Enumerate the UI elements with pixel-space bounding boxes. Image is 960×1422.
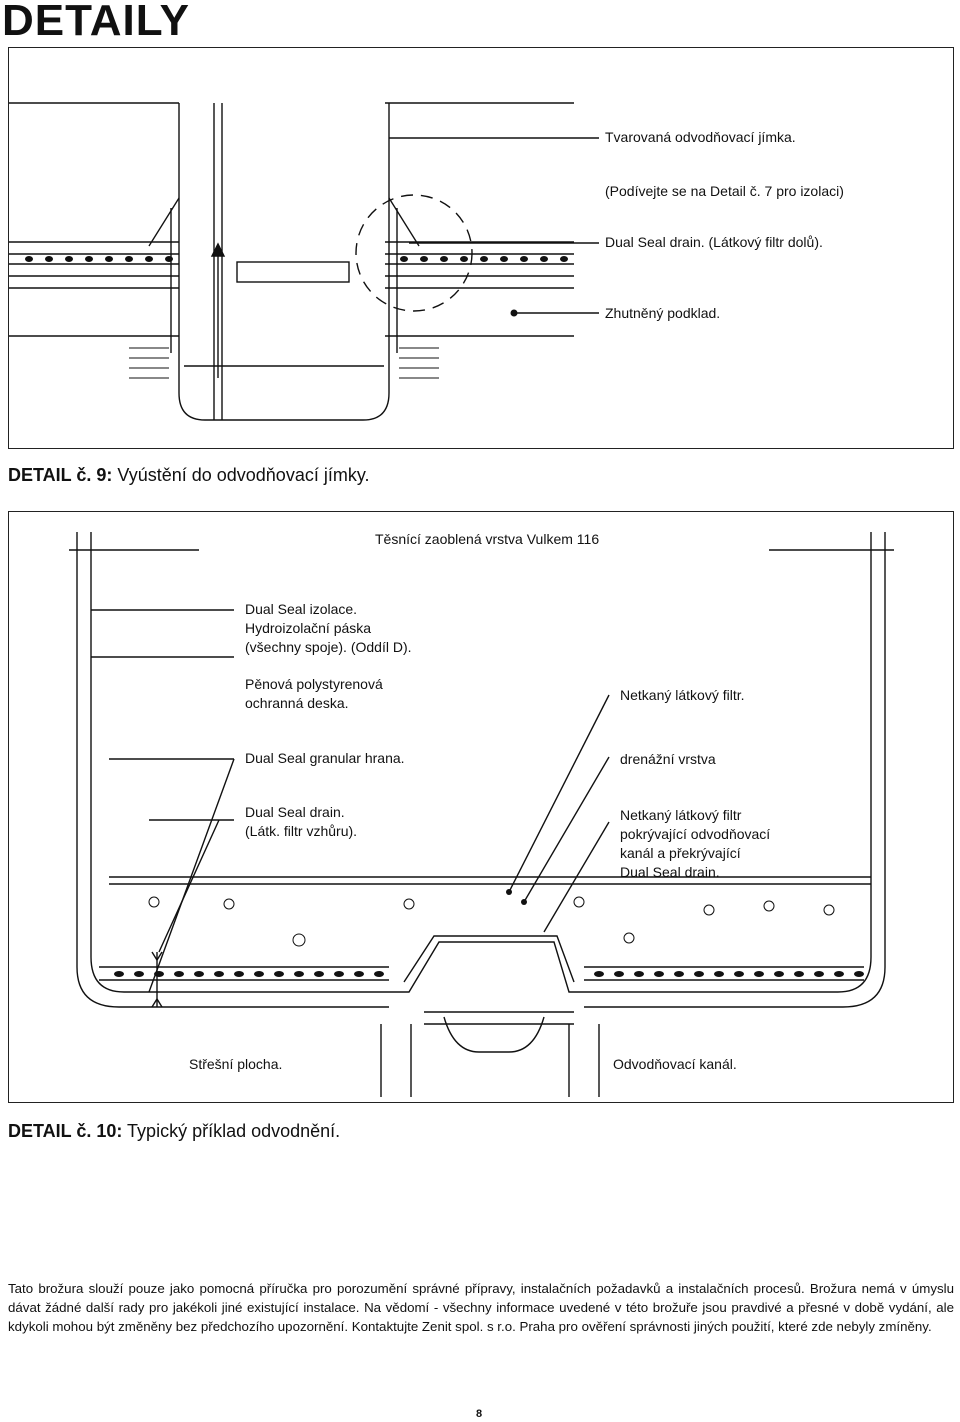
detail-10-caption-prefix: DETAIL č. 10: — [8, 1121, 123, 1141]
detail-10-right-label-1-line-1: Netkaný látkový filtr. — [620, 687, 745, 703]
detail-10-left-label-4: Dual Seal drain. (Látk. filtr vzhůru). — [245, 803, 357, 841]
detail-10-drawing: Těsnící zaoblená vrstva Vulkem 116 Dual … — [8, 511, 954, 1103]
detail-10-right-label-1: Netkaný látkový filtr. — [620, 686, 745, 705]
detail-10-left-label-1-line-1: Dual Seal izolace. — [245, 601, 358, 617]
detail-9-label-1: Tvarovaná odvodňovací jímka. — [605, 129, 796, 145]
detail-10-caption-text: Typický příklad odvodnění. — [122, 1121, 341, 1141]
detail-9-svg — [9, 102, 599, 421]
detail-10-bottom-right-label: Odvodňovací kanál. — [613, 1056, 737, 1072]
detail-10-left-label-1-line-3: (všechny spoje). (Oddíl D). — [245, 639, 412, 655]
detail-10-bottom-left-label: Střešní plocha. — [189, 1056, 283, 1072]
disclaimer-text: Tato brožura slouží pouze jako pomocná p… — [8, 1281, 954, 1334]
detail-9-drawing: Tvarovaná odvodňovací jímka. (Podívejte … — [8, 47, 954, 449]
detail-10-left-label-4-line-1: Dual Seal drain. — [245, 804, 345, 820]
page-title: DETAILY — [2, 0, 190, 45]
detail-9-label-2: (Podívejte se na Detail č. 7 pro izolaci… — [605, 183, 844, 199]
detail-10-right-label-3-line-1: Netkaný látkový filtr — [620, 807, 742, 823]
detail-10-top-label: Těsnící zaoblená vrstva Vulkem 116 — [375, 531, 600, 547]
detail-10-left-label-1-line-2: Hydroizolační páska — [245, 620, 372, 636]
detail-9-caption-prefix: DETAIL č. 9: — [8, 465, 113, 485]
detail-10-right-label-3-line-3: kanál a překrývající — [620, 845, 741, 861]
detail-10-left-label-2: Pěnová polystyrenová ochranná deska. — [245, 675, 383, 713]
detail-10-svg — [69, 532, 894, 1097]
page-number: 8 — [476, 1408, 483, 1420]
detail-9-caption-text: Vyústění do odvodňovací jímky. — [112, 465, 370, 485]
detail-10-right-label-3: Netkaný látkový filtr pokrývající odvodň… — [620, 806, 770, 882]
detail-10-right-label-3-line-2: pokrývající odvodňovací — [620, 826, 771, 842]
detail-10-left-label-2-line-1: Pěnová polystyrenová — [245, 676, 383, 692]
detail-10-right-label-3-line-4: Dual Seal drain. — [620, 864, 720, 880]
detail-10-right-label-2-line-1: drenážní vrstva — [620, 751, 716, 767]
detail-10-left-label-3: Dual Seal granular hrana. — [245, 749, 405, 768]
detail-10-left-label-3-line-1: Dual Seal granular hrana. — [245, 750, 405, 766]
detail-10-left-label-4-line-2: (Látk. filtr vzhůru). — [245, 823, 358, 839]
detail-9-caption: DETAIL č. 9: Vyústění do odvodňovací jím… — [8, 465, 370, 486]
detail-9-label-3: Dual Seal drain. (Látkový filtr dolů). — [605, 234, 823, 250]
detail-9-label-4: Zhutněný podklad. — [605, 305, 721, 321]
detail-10-left-label-1: Dual Seal izolace. Hydroizolační páska (… — [245, 600, 412, 657]
detail-10-left-label-2-line-2: ochranná deska. — [245, 695, 349, 711]
detail-10-right-label-2: drenážní vrstva — [620, 750, 716, 769]
detail-10-caption: DETAIL č. 10: Typický příklad odvodnění. — [8, 1121, 340, 1142]
